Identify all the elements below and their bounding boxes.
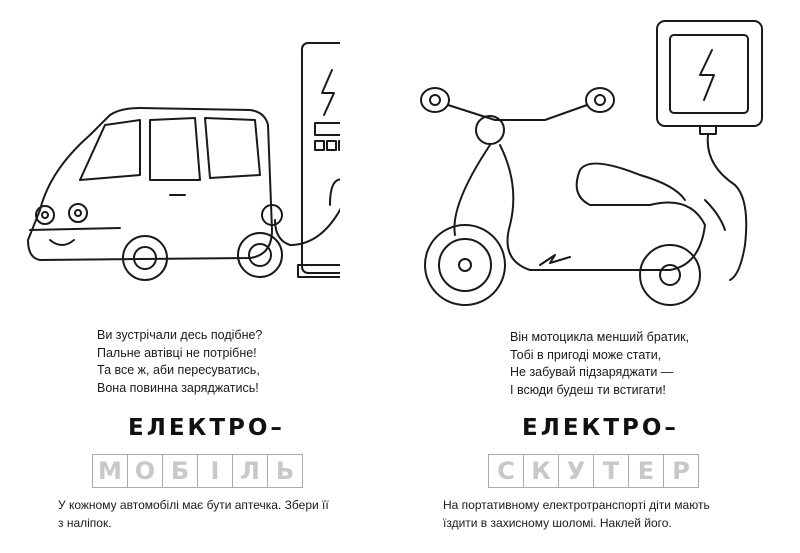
letter-box: І (197, 454, 233, 488)
letter-box: Б (162, 454, 198, 488)
scooter-task-caption: На портативному електротранспорті діти м… (443, 496, 710, 532)
letter-box: Р (663, 454, 699, 488)
poem-line: Пальне автівці не потрібне! (97, 345, 257, 360)
poem-line: Не забувай підзаряджати — (510, 365, 674, 379)
letter-box: М (92, 454, 128, 488)
scooter-word-prefix: ЕЛЕКТРО– (522, 415, 679, 441)
poem-line: І всюди будеш ти встигати! (510, 382, 666, 397)
car-poem: Ви зустрічали десь подібне? Пальне автів… (97, 327, 262, 397)
letter-box: Т (593, 454, 629, 488)
letter-box: Л (232, 454, 268, 488)
electric-car-illustration (27, 107, 283, 281)
scooter-poem: Він мотоцикла менший братик, Тобі в приг… (510, 329, 689, 399)
letter-box: К (523, 454, 559, 488)
car-task-caption: У кожному автомобілі має бути аптечка. З… (58, 496, 329, 532)
scooter-word-letter-boxes: С К У Т Е Р (488, 454, 699, 488)
poem-line: Та все ж, аби пересуватись, (97, 363, 260, 377)
caption-line: На портативному електротранспорті діти м… (443, 498, 710, 512)
electric-scooter-illustration (420, 87, 706, 306)
car-word-letter-boxes: М О Б І Л Ь (92, 454, 303, 488)
letter-box: С (488, 454, 524, 488)
letter-box: У (558, 454, 594, 488)
car-charging-station-illustration (261, 42, 340, 278)
poem-line: Тобі в пригоді може стати, (510, 347, 662, 362)
poem-line: Вона повинна заряджатись! (97, 380, 259, 395)
scooter-charger-illustration (656, 20, 763, 281)
letter-box: Ь (267, 454, 303, 488)
caption-line: з наліпок. (58, 516, 112, 530)
poem-line: Він мотоцикла менший братик, (510, 330, 690, 344)
letter-box: Е (628, 454, 664, 488)
caption-line: їздити в захисному шоломі. Наклей його. (443, 516, 672, 530)
car-word-prefix: ЕЛЕКТРО– (128, 415, 285, 441)
caption-line: У кожному автомобілі має бути аптечка. З… (58, 498, 329, 512)
letter-box: О (127, 454, 163, 488)
poem-line: Ви зустрічали десь подібне? (97, 328, 263, 342)
